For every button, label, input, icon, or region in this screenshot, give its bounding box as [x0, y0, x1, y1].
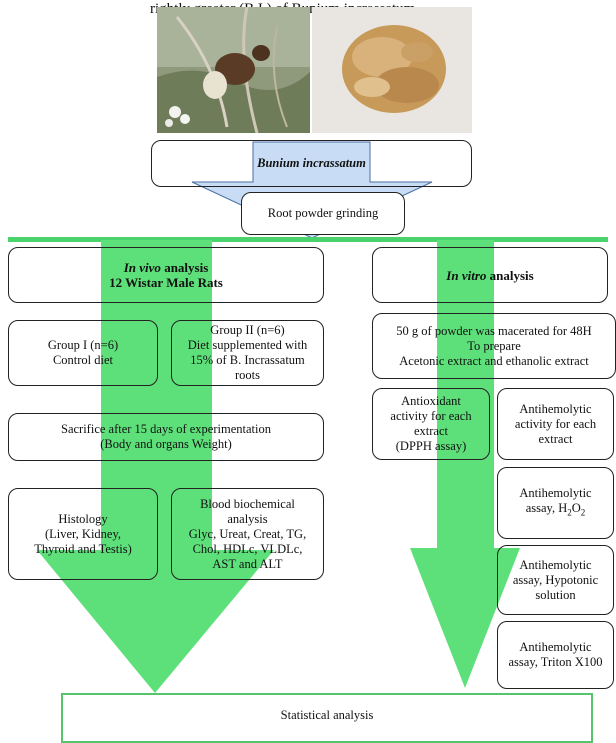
in-vivo-title-rest: analysis: [160, 260, 209, 275]
species-box: Bunium incrassatum: [151, 140, 472, 187]
triton-line2: assay, Triton X100: [508, 655, 603, 669]
species-label: Bunium incrassatum: [257, 156, 366, 170]
in-vitro-arrow: [410, 240, 520, 688]
hypotonic-line1: Antihemolytic: [519, 557, 592, 572]
root-pieces-photo: [312, 7, 472, 133]
histology-line1: Histology: [58, 511, 108, 526]
statistical-label: Statistical analysis: [280, 708, 374, 722]
antihemolytic-line1: Antihemolytic: [519, 401, 592, 416]
in-vivo-arrow: [37, 240, 274, 693]
maceration-line1: 50 g of powder was macerated for 48H: [396, 323, 592, 338]
hypotonic-line2: assay, Hypotonic: [512, 572, 599, 587]
h2o2-assay-box: Antihemolytic assay, H2O2: [497, 467, 614, 539]
triton-line1: Antihemolytic: [519, 640, 592, 654]
sacrifice-box: Sacrifice after 15 days of experimentati…: [8, 413, 324, 461]
grinding-label: Root powder grinding: [267, 206, 379, 220]
group2-box: Group II (n=6) Diet supplemented with 15…: [171, 320, 324, 386]
sacrifice-line2: (Body and organs Weight): [100, 437, 232, 451]
antihemolytic-line3: extract: [538, 431, 573, 446]
histology-box: Histology (Liver, Kidney, Thyroid and Te…: [8, 488, 158, 580]
hypotonic-line3: solution: [535, 587, 576, 602]
blood-line2: analysis: [227, 511, 268, 526]
in-vitro-title-box: In vitro analysis: [372, 247, 608, 303]
hypotonic-assay-box: Antihemolytic assay, Hypotonic solution: [497, 545, 614, 615]
h2o2-prefix: assay, H: [525, 500, 568, 515]
antioxidant-line3: extract: [413, 424, 448, 438]
blood-line4: Chol, HDLc, VLDLc,: [192, 541, 303, 556]
group1-line2: Control diet: [52, 353, 114, 367]
antioxidant-box: Antioxidant activity for each extract (D…: [372, 388, 490, 460]
blood-line5: AST and ALT: [212, 556, 283, 571]
antioxidant-line4: (DPPH assay): [395, 439, 467, 453]
in-vivo-title-italic: In vivo: [123, 260, 161, 275]
grinding-box: Root powder grinding: [241, 192, 405, 235]
plant-photo: [157, 7, 310, 133]
group2-line4: roots: [234, 368, 260, 382]
histology-line2: (Liver, Kidney,: [44, 526, 122, 541]
in-vitro-title-italic: In vitro: [446, 267, 487, 283]
statistical-box: Statistical analysis: [61, 693, 593, 743]
group1-box: Group I (n=6) Control diet: [8, 320, 158, 386]
triton-assay-box: Antihemolytic assay, Triton X100: [497, 621, 614, 689]
in-vivo-subtitle: 12 Wistar Male Rats: [109, 275, 223, 290]
h2o2-sub1: 2: [567, 507, 572, 518]
group1-line1: Group I (n=6): [47, 338, 119, 352]
histology-line3: Thyroid and Testis): [34, 541, 132, 556]
antioxidant-line2: activity for each: [390, 409, 472, 423]
antihemolytic-line2: activity for each: [514, 416, 597, 431]
antioxidant-line1: Antioxidant: [401, 394, 461, 408]
h2o2-sub2: 2: [580, 507, 586, 518]
maceration-box: 50 g of powder was macerated for 48H To …: [372, 313, 616, 379]
blood-line3: Glyc, Ureat, Creat, TG,: [188, 526, 307, 541]
group2-line3: 15% of B. Incrassatum: [190, 353, 305, 367]
maceration-line2: To prepare: [467, 338, 521, 353]
divider-line: [8, 237, 608, 242]
in-vitro-title-rest: analysis: [486, 267, 534, 283]
maceration-line3: Acetonic extract and ethanolic extract: [399, 353, 589, 368]
group2-line1: Group II (n=6): [210, 323, 285, 337]
antihemolytic-box: Antihemolytic activity for each extract: [497, 388, 614, 460]
h2o2-line2: assay, H2O2: [519, 501, 591, 521]
blood-line1: Blood biochemical: [200, 496, 295, 511]
h2o2-mid: O: [571, 500, 581, 515]
h2o2-line1: Antihemolytic: [519, 485, 592, 500]
in-vivo-title-box: In vivo analysis 12 Wistar Male Rats: [8, 247, 324, 303]
sacrifice-line1: Sacrifice after 15 days of experimentati…: [61, 422, 271, 436]
group2-line2: Diet supplemented with: [187, 338, 308, 352]
blood-box: Blood biochemical analysis Glyc, Ureat, …: [171, 488, 324, 580]
